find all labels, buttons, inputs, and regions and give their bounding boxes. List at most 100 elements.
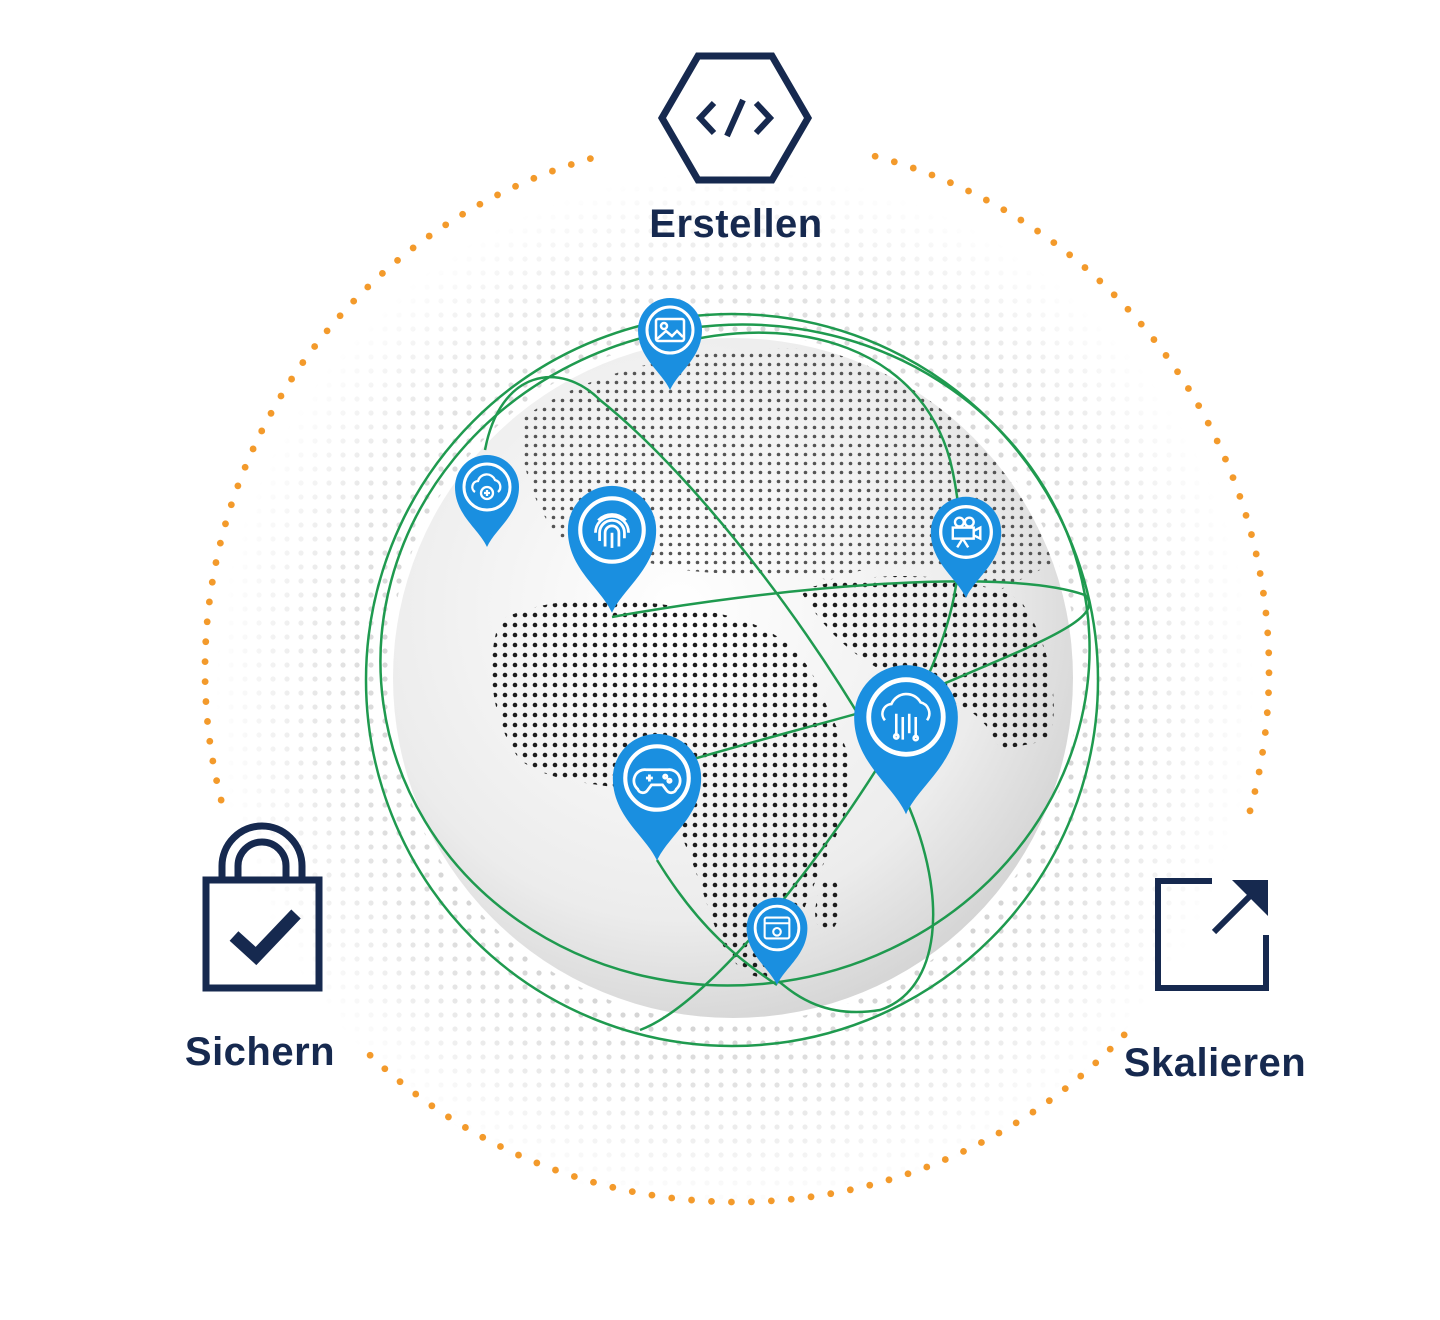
ring-dot [288, 375, 295, 383]
ring-dot [1034, 227, 1041, 235]
location-pins [453, 296, 1003, 987]
ring-dot [668, 1194, 676, 1202]
ring-dot [747, 1198, 755, 1206]
ring-dot [590, 1178, 597, 1186]
ring-dot [258, 427, 266, 435]
ring-dot [552, 1166, 559, 1174]
ring-dot [249, 445, 257, 453]
lock-check-icon [202, 822, 323, 992]
image-icon [654, 317, 686, 343]
ring-dot [1213, 437, 1221, 445]
ring-dot [570, 1173, 578, 1180]
ring-dot [1150, 336, 1158, 343]
ring-dot [866, 1181, 874, 1189]
ring-dot [1061, 1085, 1069, 1093]
globe [388, 333, 1078, 1023]
ring-dot [277, 392, 285, 400]
orbit-south [655, 859, 778, 987]
ring-dot [201, 658, 209, 666]
ring-dot [767, 1197, 775, 1205]
ring-dot [1077, 1072, 1085, 1080]
ring-dot [1261, 729, 1269, 736]
ring-dot [787, 1195, 795, 1203]
ring-dot [364, 283, 372, 291]
ring-dot [1252, 550, 1260, 558]
ring-dot [396, 1078, 404, 1086]
ring-dot [871, 152, 879, 160]
ring-dot [1124, 305, 1132, 313]
ring-dot [827, 1190, 835, 1198]
ring-dot [212, 559, 220, 566]
ring-dot [1120, 1031, 1128, 1039]
ring-dot [222, 520, 229, 528]
ring-dot [204, 718, 211, 725]
pin-cloud-plus[interactable] [453, 453, 521, 549]
ring-dot [1246, 807, 1254, 815]
pin-gamepad[interactable] [613, 734, 701, 861]
ring-dot [807, 1193, 815, 1201]
ring-dot [1185, 385, 1192, 392]
ring-dot [530, 174, 538, 182]
pin-settings-window[interactable] [745, 896, 809, 987]
ring-dot [1204, 419, 1212, 427]
ring-dot [549, 167, 556, 175]
ring-dot [846, 1186, 854, 1194]
ring-dot [1017, 216, 1025, 224]
pin-cloud-ai[interactable] [854, 665, 958, 814]
ring-dot [960, 1147, 967, 1155]
ring-dot [1222, 455, 1229, 463]
ring-dot [1264, 629, 1272, 637]
ring-dot [476, 200, 484, 208]
ring-dot [1263, 709, 1271, 717]
ring-dot [1174, 368, 1181, 376]
ring-dot [1260, 589, 1267, 597]
ring-dot [1162, 352, 1170, 359]
ring-dot [885, 1176, 893, 1184]
ring-dot [728, 1198, 735, 1206]
ring-dot [1259, 748, 1266, 756]
ring-dot [206, 737, 214, 745]
ring-dot [1236, 492, 1244, 500]
ring-dot [928, 171, 936, 179]
ring-dot [202, 638, 210, 646]
ring-dot [209, 757, 217, 765]
ring-dot [208, 578, 216, 586]
ring-dot [1012, 1119, 1020, 1127]
ring-dot [216, 539, 224, 547]
ring-dot [586, 155, 594, 163]
ring-dot [648, 1191, 656, 1199]
ring-dot [336, 312, 344, 320]
pin-fingerprint[interactable] [568, 486, 656, 613]
ring-dot [1106, 1045, 1114, 1053]
ring-dot [1265, 689, 1272, 697]
cloud-plus-icon [471, 473, 502, 501]
ring-dot [1066, 251, 1074, 259]
ring-dot [203, 618, 211, 626]
ring-dot [512, 182, 519, 190]
ring-dot [995, 1129, 1003, 1137]
ring-dot [923, 1163, 931, 1171]
ring-dot [533, 1159, 541, 1167]
ring-dot [299, 359, 307, 366]
video-camera-icon [951, 516, 982, 549]
ring-dot [1265, 649, 1273, 657]
orbit-outer [364, 312, 1100, 1048]
pin-image[interactable] [636, 296, 704, 392]
ring-dot [1050, 239, 1058, 247]
pin-video-camera[interactable] [929, 495, 1003, 600]
ring-dot [1096, 277, 1104, 285]
ring-dot [217, 796, 225, 804]
ring-dot [241, 463, 249, 471]
cloud-ai-icon [881, 692, 931, 742]
ring-dot [442, 221, 450, 229]
ring-dot [609, 1183, 617, 1191]
ring-dot [978, 1139, 985, 1146]
ring-dot [379, 270, 386, 277]
ring-dot [461, 1124, 469, 1131]
external-link-icon [1155, 878, 1269, 991]
ring-dot [201, 678, 209, 686]
ring-dot [1195, 402, 1203, 410]
ring-dot [205, 598, 213, 606]
ring-dot [1137, 320, 1145, 328]
ring-dot [947, 179, 954, 187]
